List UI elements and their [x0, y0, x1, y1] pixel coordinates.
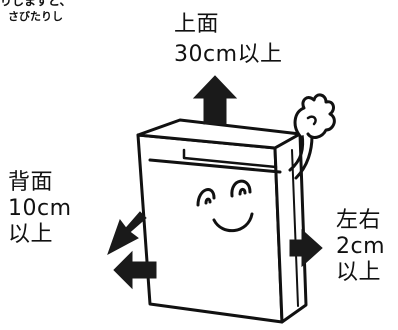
side-clearance-value: 2cm [336, 234, 386, 259]
back-clearance-title: 背面 [8, 170, 54, 195]
back-clearance-label: 背面 10cm 以上 [8, 170, 72, 248]
arrow-right [289, 228, 323, 268]
side-clearance-label: 左右 2cm 以上 [336, 208, 385, 286]
arm [288, 132, 314, 180]
waving-arm-icon [288, 93, 336, 180]
fridge-side [273, 132, 308, 324]
mouth [212, 212, 254, 233]
clipped-text-line2: さびたりし [8, 10, 63, 23]
left-eye [196, 188, 216, 207]
left-eye-pupil [204, 197, 212, 205]
clipped-text-line1: りしますと、 [0, 0, 72, 8]
clearance-arrows-icon [107, 75, 323, 290]
face-icon [196, 179, 254, 233]
arrow-left [113, 250, 157, 290]
back-clearance-suffix: 以上 [8, 222, 54, 247]
side-clearance-title: 左右 [336, 208, 382, 233]
freezer-door-line [148, 158, 282, 174]
arrow-back [107, 211, 147, 256]
door-edge [291, 149, 299, 307]
top-clearance-label: 上面 30cm以上 [174, 12, 283, 68]
right-eye [230, 179, 252, 198]
freezer-door-line-2 [182, 148, 278, 169]
refrigerator-character-icon [136, 118, 308, 324]
arrow-up [192, 75, 238, 125]
right-eye-pupil [238, 187, 247, 196]
back-clearance-value: 10cm [8, 196, 72, 221]
hand-finger [306, 115, 317, 126]
hand [293, 93, 336, 139]
top-clearance-title: 上面 [174, 12, 220, 37]
side-clearance-suffix: 以上 [336, 260, 382, 285]
top-clearance-value: 30cm以上 [174, 42, 283, 67]
fridge-body [136, 133, 284, 324]
